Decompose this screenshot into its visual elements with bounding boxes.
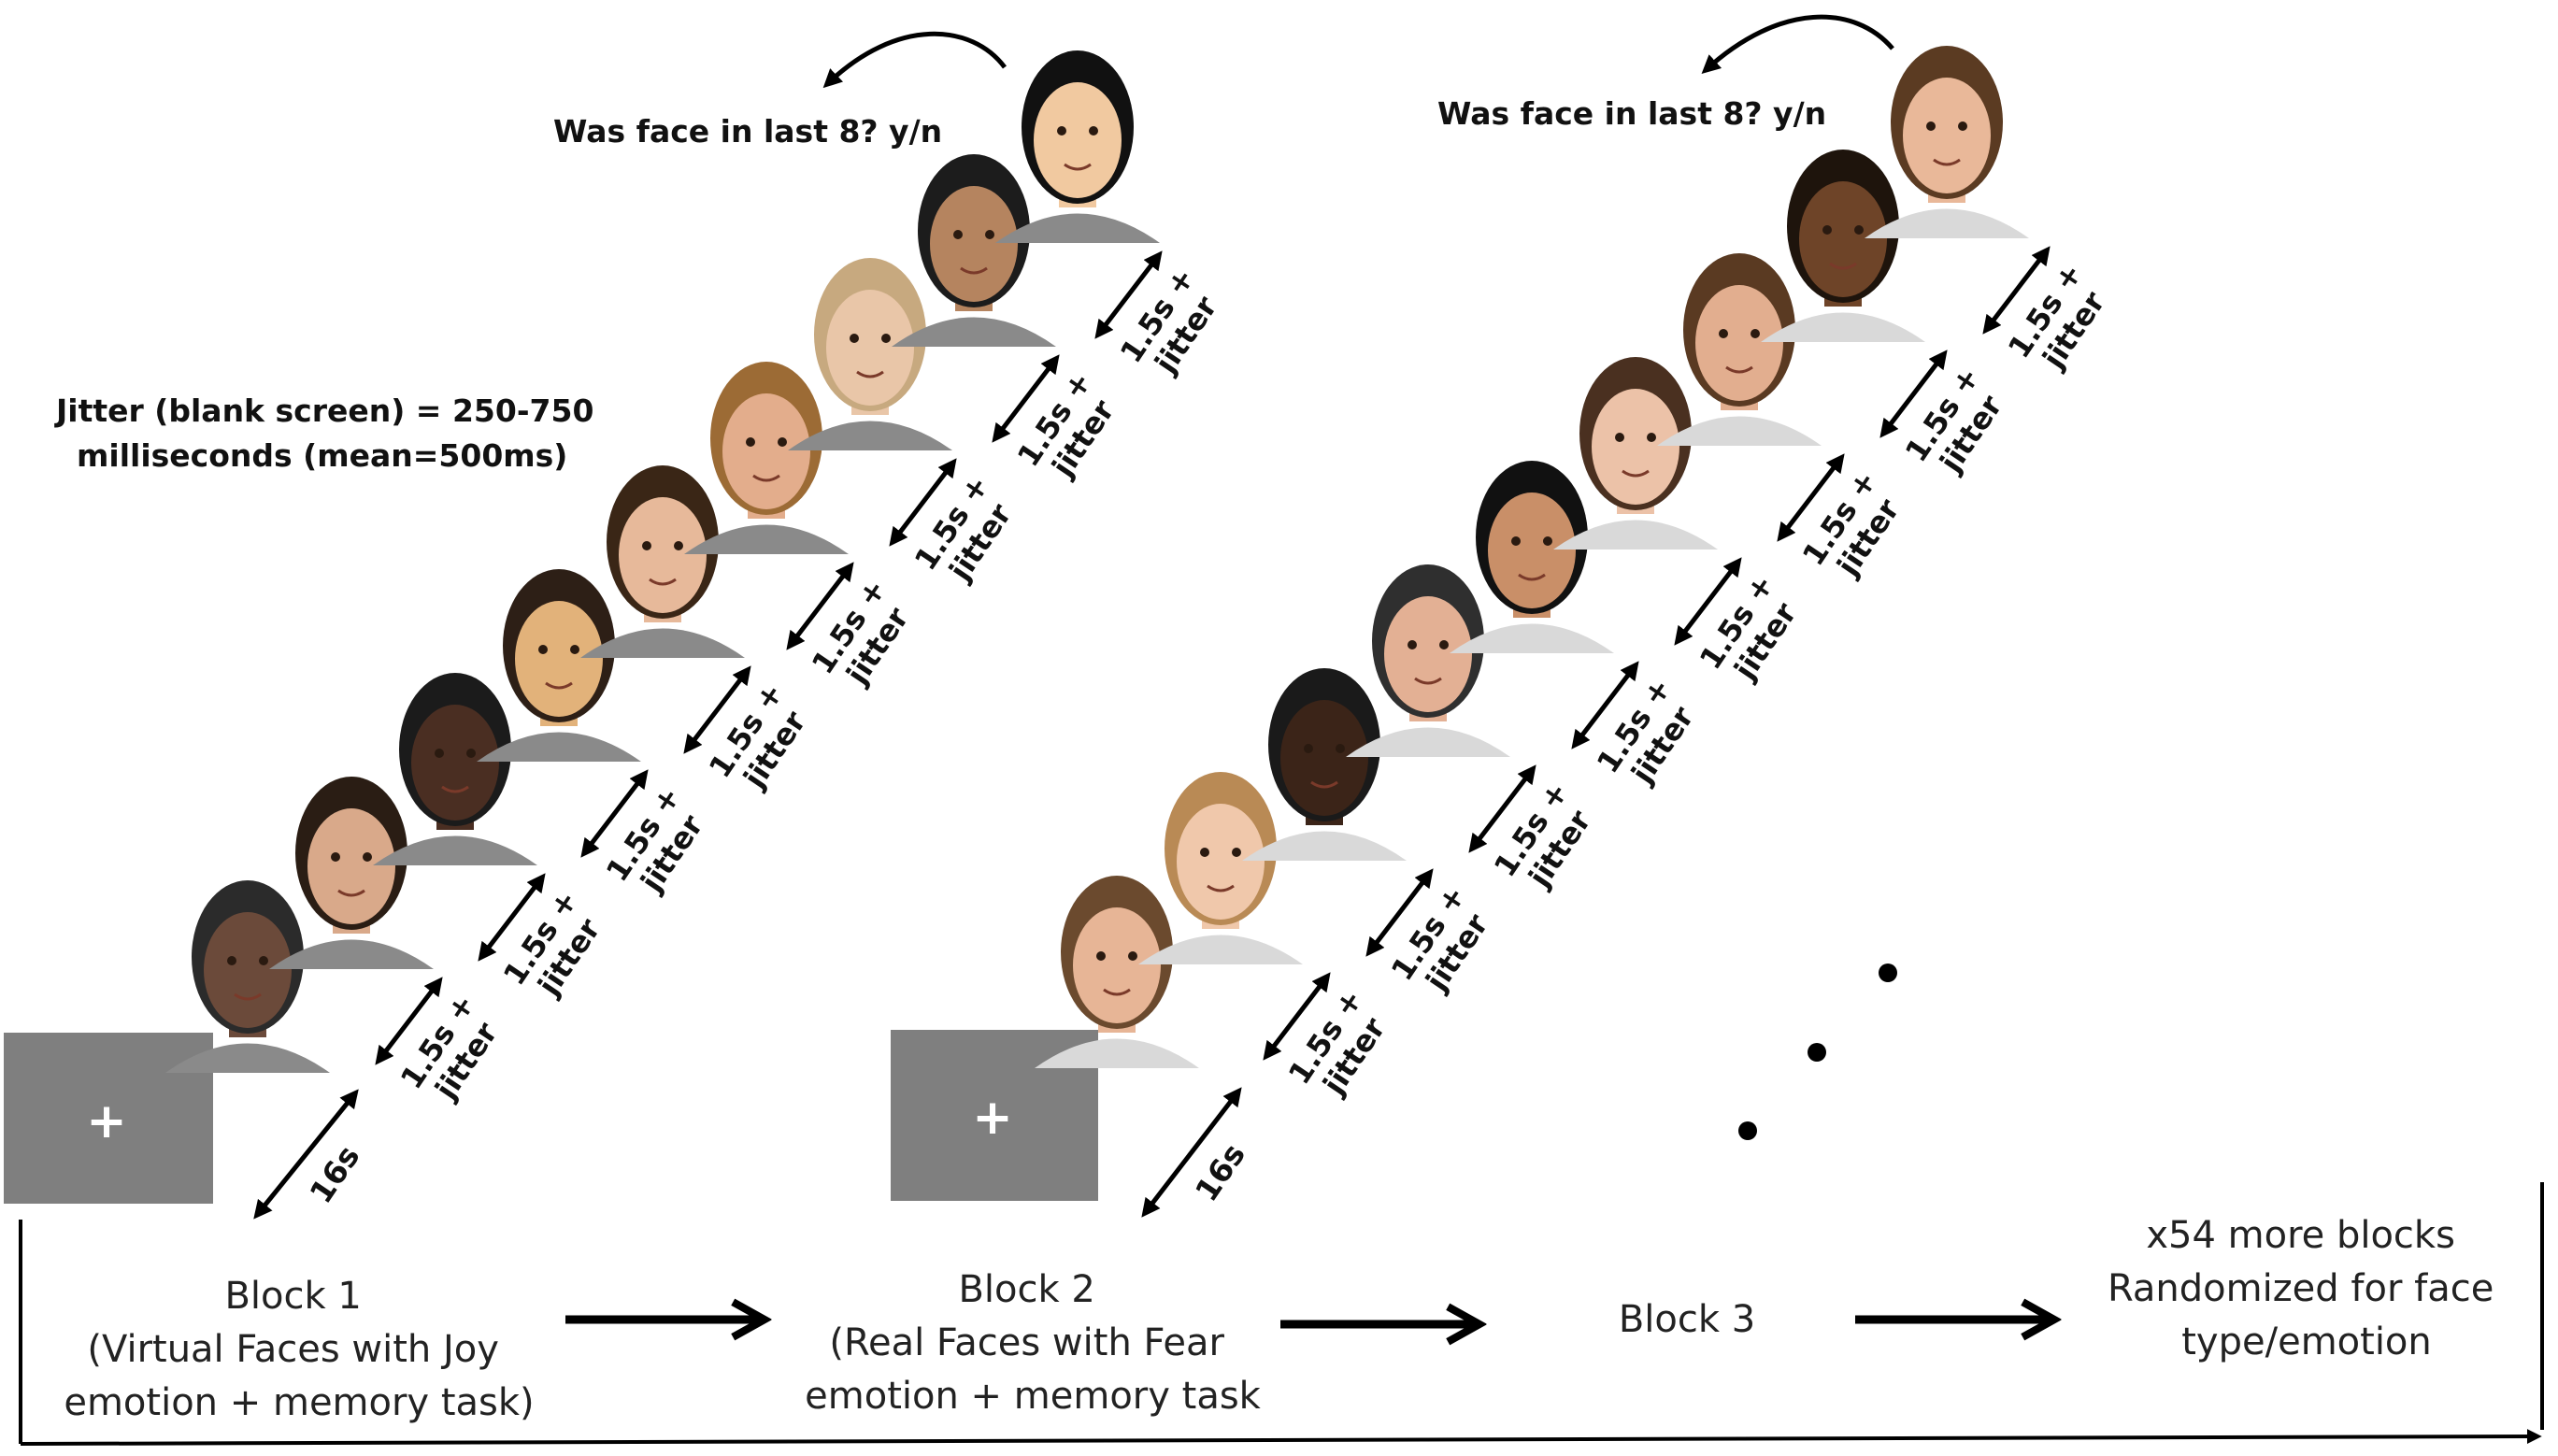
block-label-line: emotion + memory task [805,1375,1261,1418]
face-portrait-icon [788,258,952,450]
interval-marker: 1.5s +jitter [1777,453,1913,592]
face-portrait-icon [580,465,745,658]
interval-label: 1.5s +jitter [1693,568,1810,695]
interval-label: 1.5s +jitter [1384,879,1502,1006]
block-label-line: Block 1 [224,1275,361,1318]
double-arrow-icon [580,769,649,858]
face-portrait-icon [684,362,849,554]
block-label-line: emotion + memory task) [64,1381,534,1424]
face-portrait-icon [1138,772,1303,964]
double-arrow-icon [1094,250,1163,339]
interval-marker: 1.5s +jitter [580,769,717,907]
double-arrow-icon [786,562,854,650]
double-arrow-icon [1674,557,1742,646]
interval-marker: 1.5s +jitter [1094,250,1231,389]
interval-marker: 1.5s +jitter [478,873,614,1011]
interval-label: 1.5s +jitter [1590,672,1708,799]
interval-label: 1.5s +jitter [1281,983,1399,1110]
interval-label: 1.5s +jitter [1113,262,1231,389]
face-portrait-icon [269,777,434,969]
double-arrow-icon [889,458,957,547]
interval-label: 1.5s +jitter [2001,257,2119,384]
face-portrait-icon [373,673,537,865]
curved-return-arrow-icon [822,31,1007,89]
interval-label: 1.5s +jitter [1487,776,1605,903]
face-portrait-icon [1657,253,1822,446]
memory-question-label: Was face in last 8? y/n [553,113,942,150]
jitter-note-line-1: Jitter (blank screen) = 250-750 [54,393,593,429]
interval-marker: 1.5s +jitter [1571,661,1708,799]
double-arrow-icon [992,354,1060,443]
interval-marker: 1.5s +jitter [683,665,820,804]
face-portrait-icon [165,880,330,1073]
timeline-axis [20,1429,2542,1446]
face-portrait-icon [995,50,1160,243]
double-arrow-icon [1982,246,2051,335]
block-label-line: type/emotion [2181,1320,2432,1363]
face-portrait-icon [1865,46,2029,238]
interval-marker: 1.5s +jitter [1263,972,1399,1110]
double-arrow-icon [1571,661,1639,749]
double-arrow-icon [253,1089,359,1220]
interval-label: 1.5s +jitter [805,573,922,700]
block-label-line: (Virtual Faces with Joy [87,1328,499,1371]
block-label-line: Randomized for face [2108,1267,2494,1310]
interval-label: 1.5s +jitter [1795,464,1913,592]
double-arrow-icon [1141,1087,1242,1218]
face-portrait-icon [1346,564,1510,757]
interval-marker: 1.5s +jitter [1982,246,2119,384]
face-portrait-icon [1242,668,1407,861]
fixation-screen [4,1033,213,1204]
face-portrait-icon [1761,150,1925,342]
face-portrait-icon [477,569,641,762]
interval-marker: 1.5s +jitter [1879,350,2016,488]
double-arrow-icon [1879,350,1948,438]
face-portrait-icon [1035,876,1199,1068]
interval-marker: 1.5s +jitter [889,458,1025,596]
block-2-label: Block 2 (Real Faces with Fear emotion + … [805,1268,1261,1418]
double-arrow-icon [1365,868,1434,957]
block-label-line: (Real Faces with Fear [829,1321,1224,1364]
face-portrait-icon [1450,461,1614,653]
interval-label: 1.5s +jitter [393,988,511,1115]
face-portrait-icon [892,154,1056,347]
jitter-note-line-2: milliseconds (mean=500ms) [77,437,567,474]
fixation-cross-icon: + [86,1093,127,1149]
double-arrow-icon [683,665,751,754]
interval-marker: 16s [253,1089,366,1220]
double-arrow-icon [375,977,443,1065]
block-label-line: Block 2 [958,1268,1094,1311]
interval-marker: 1.5s +jitter [1365,868,1502,1006]
block-1-label: Block 1 (Virtual Faces with Joy emotion … [64,1275,534,1424]
interval-label: 1.5s +jitter [599,780,717,907]
double-arrow-icon [1468,764,1536,853]
interval-marker: 16s [1141,1087,1252,1218]
fixation-cross-icon: + [972,1090,1013,1146]
interval-label: 1.5s +jitter [1898,361,2016,488]
memory-question-label: Was face in last 8? y/n [1437,95,1826,132]
curved-return-arrow-icon [1701,14,1894,75]
ellipsis-dots-icon [1738,964,1897,1140]
interval-marker: 1.5s +jitter [375,977,511,1115]
interval-label: 1.5s +jitter [1010,365,1128,492]
block-3-label: Block 3 [1619,1298,1755,1341]
more-blocks-label: x54 more blocks Randomized for face type… [2108,1214,2506,1363]
face-portrait-icon [1553,357,1718,550]
interval-marker: 1.5s +jitter [992,354,1128,492]
interval-label: 1.5s +jitter [496,884,614,1011]
double-arrow-icon [1777,453,1845,542]
interval-label: 1.5s +jitter [907,469,1025,596]
double-arrow-icon [1263,972,1331,1061]
interval-marker: 1.5s +jitter [1674,557,1810,695]
double-arrow-icon [478,873,546,962]
block-label-line: x54 more blocks [2146,1214,2455,1257]
interval-marker: 1.5s +jitter [1468,764,1605,903]
interval-marker: 1.5s +jitter [786,562,922,700]
interval-label: 1.5s +jitter [702,677,820,804]
block-label-line: Block 3 [1619,1298,1755,1341]
